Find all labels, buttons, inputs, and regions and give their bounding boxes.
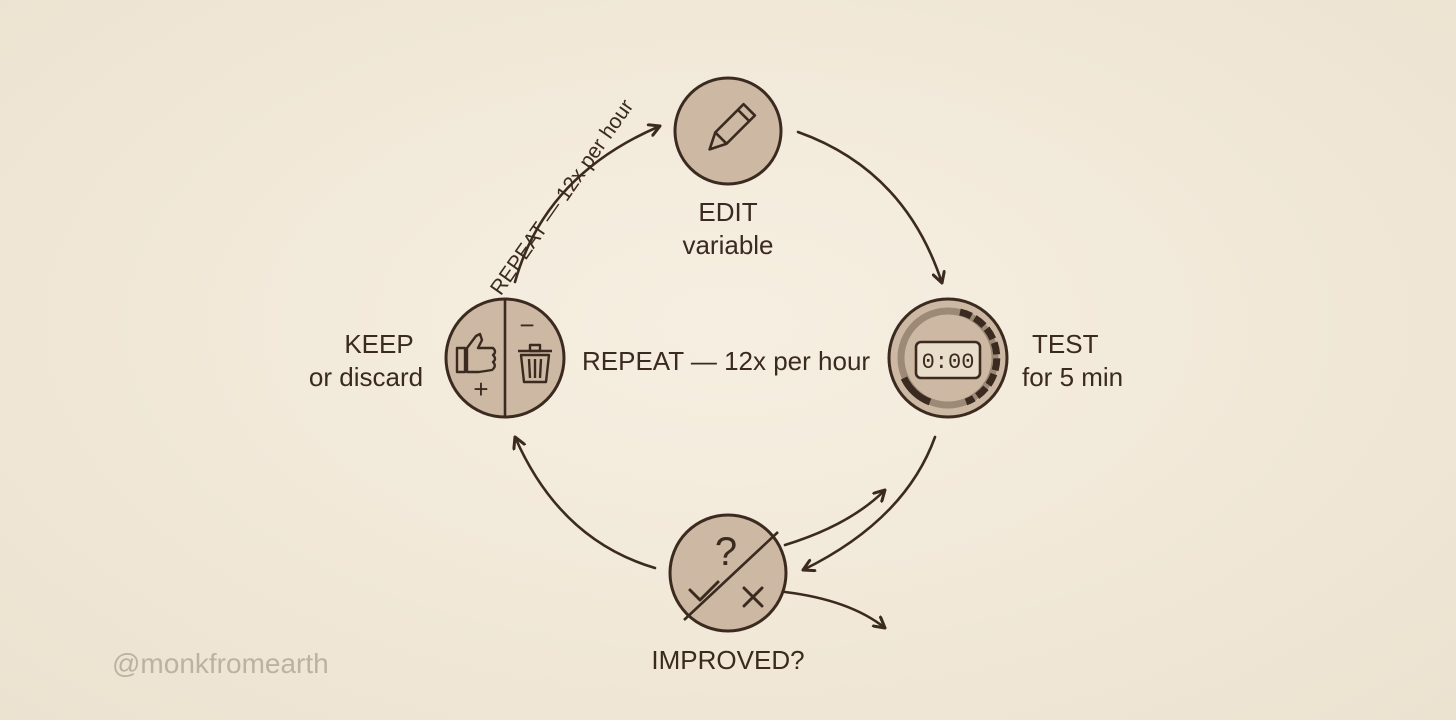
test-subtitle: for 5 min [1022, 361, 1124, 392]
arrow-improved-back-to-test [783, 490, 885, 547]
check-icon [688, 580, 720, 602]
arrow-keep-to-edit [513, 126, 660, 284]
watermark: @monkfromearth [112, 648, 329, 679]
repeat-center-label: REPEAT — 12x per hour [582, 346, 871, 376]
minus-sign: − [519, 310, 534, 340]
plus-sign: + [473, 374, 488, 404]
keep-label: KEEP or discard [296, 328, 436, 393]
keep-node: + − [444, 297, 566, 419]
question-mark-icon: ? [715, 530, 737, 574]
trash-icon [518, 343, 552, 384]
pencil-icon [708, 102, 757, 151]
keep-subtitle: or discard [308, 361, 424, 392]
improved-label: IMPROVED? [628, 644, 828, 677]
arrow-improved-to-keep [515, 437, 657, 570]
arrow-improved-out [783, 590, 885, 628]
test-label: TEST for 5 min [1022, 328, 1162, 393]
edit-title: EDIT [698, 197, 758, 227]
timer-display: 0:00 [922, 350, 975, 375]
arrow-test-to-improved [803, 435, 937, 570]
edit-node [673, 76, 783, 186]
keep-title: KEEP [344, 329, 414, 359]
improved-title: IMPROVED? [651, 645, 805, 675]
arrow-edit-to-test [796, 130, 942, 283]
edit-label: EDIT variable [648, 196, 808, 261]
edit-subtitle: variable [682, 229, 774, 260]
thumbs-up-icon [455, 332, 497, 374]
test-title: TEST [1032, 329, 1099, 359]
improved-node: ? [668, 513, 788, 633]
cross-icon [742, 586, 764, 608]
test-node: 0:00 [887, 297, 1009, 419]
